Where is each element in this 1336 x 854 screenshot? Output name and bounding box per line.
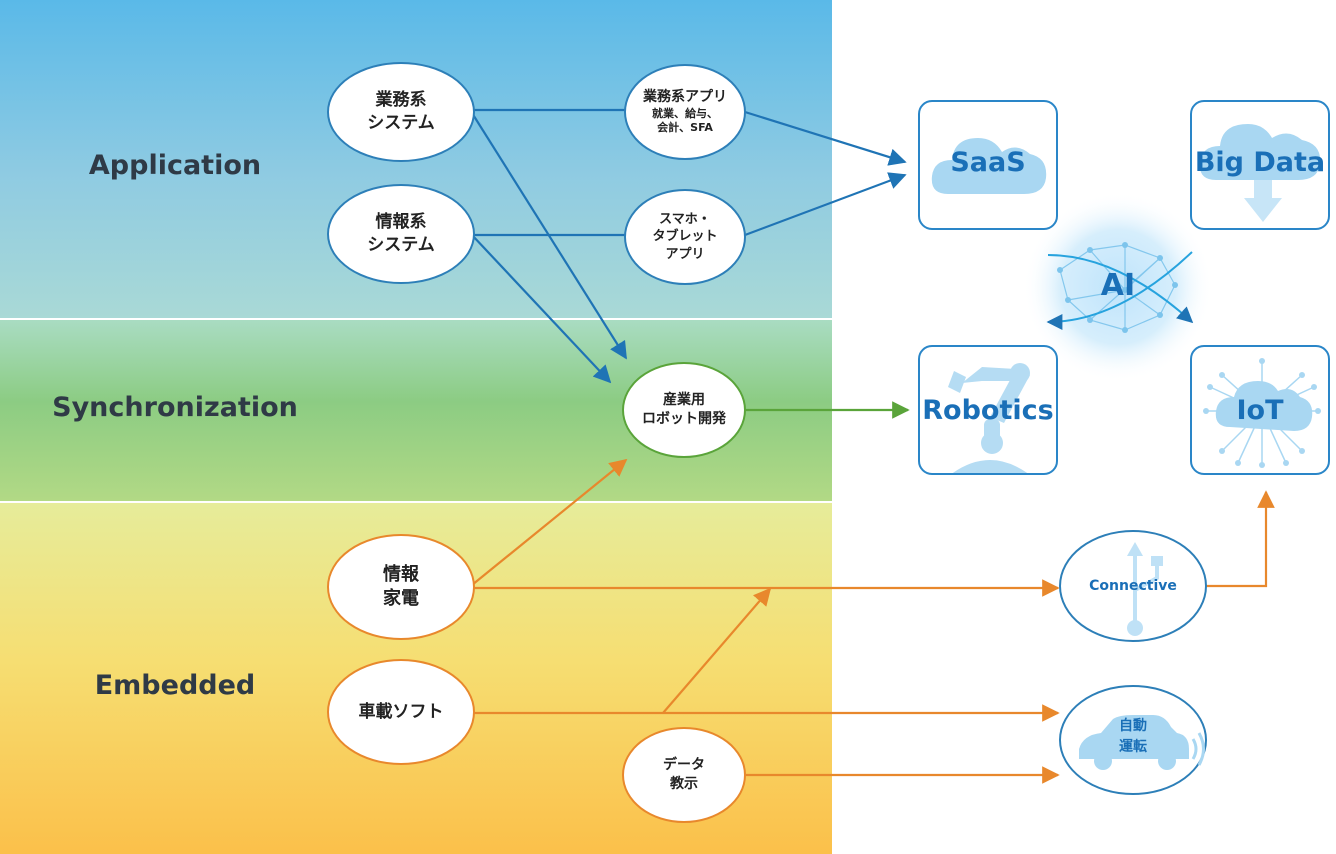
embedded-label: Embedded xyxy=(94,670,256,701)
arrow-smartphone-to-saas xyxy=(744,172,907,237)
joho-system-node: 情報系システム xyxy=(327,184,475,284)
arrow-connective-to-iot xyxy=(1206,490,1275,588)
big-data-label: Big Data xyxy=(1194,147,1326,178)
connective-node: Connective xyxy=(1059,530,1207,642)
jidou-unten-node: 自動運転 xyxy=(1059,685,1207,795)
arrow-joho-to-robot xyxy=(471,234,612,384)
gyomu-system-node: 業務系システム xyxy=(327,62,475,162)
cloud-icon xyxy=(931,138,1047,194)
car-icon xyxy=(1079,715,1205,770)
saas-tile: SaaS xyxy=(918,100,1058,230)
data-kyoji-node: データ教示 xyxy=(622,727,746,823)
robotics-tile: Robotics xyxy=(918,345,1058,475)
ai-network-graphic xyxy=(1023,192,1213,382)
arrow-shasai-to-connective xyxy=(662,587,772,714)
synchronization-label: Synchronization xyxy=(52,392,298,423)
iot-label: IoT xyxy=(1236,395,1284,426)
smartphone-app-node: スマホ・タブレットアプリ xyxy=(624,189,746,285)
iot-network-icon xyxy=(1203,358,1321,468)
cloud-download-icon xyxy=(1199,124,1321,222)
joho-kaden-node: 情報家電 xyxy=(327,534,475,640)
robot-dev-node: 産業用ロボット開発 xyxy=(622,362,746,458)
arrow-kaden-to-robot xyxy=(471,458,628,586)
robot-arm-icon xyxy=(948,363,1030,473)
ai-label: AI xyxy=(1100,268,1136,303)
shasai-soft-node: 車載ソフト xyxy=(327,659,475,765)
iot-tile: IoT xyxy=(1190,345,1330,475)
application-label: Application xyxy=(88,150,262,181)
gyomu-app-node: 業務系アプリ就業、給与、会計、SFA xyxy=(624,64,746,160)
big-data-tile: Big Data xyxy=(1190,100,1330,230)
robotics-label: Robotics xyxy=(922,395,1054,426)
usb-icon xyxy=(1127,542,1163,636)
arrow-app-to-saas xyxy=(744,110,907,166)
saas-label: SaaS xyxy=(950,147,1026,178)
